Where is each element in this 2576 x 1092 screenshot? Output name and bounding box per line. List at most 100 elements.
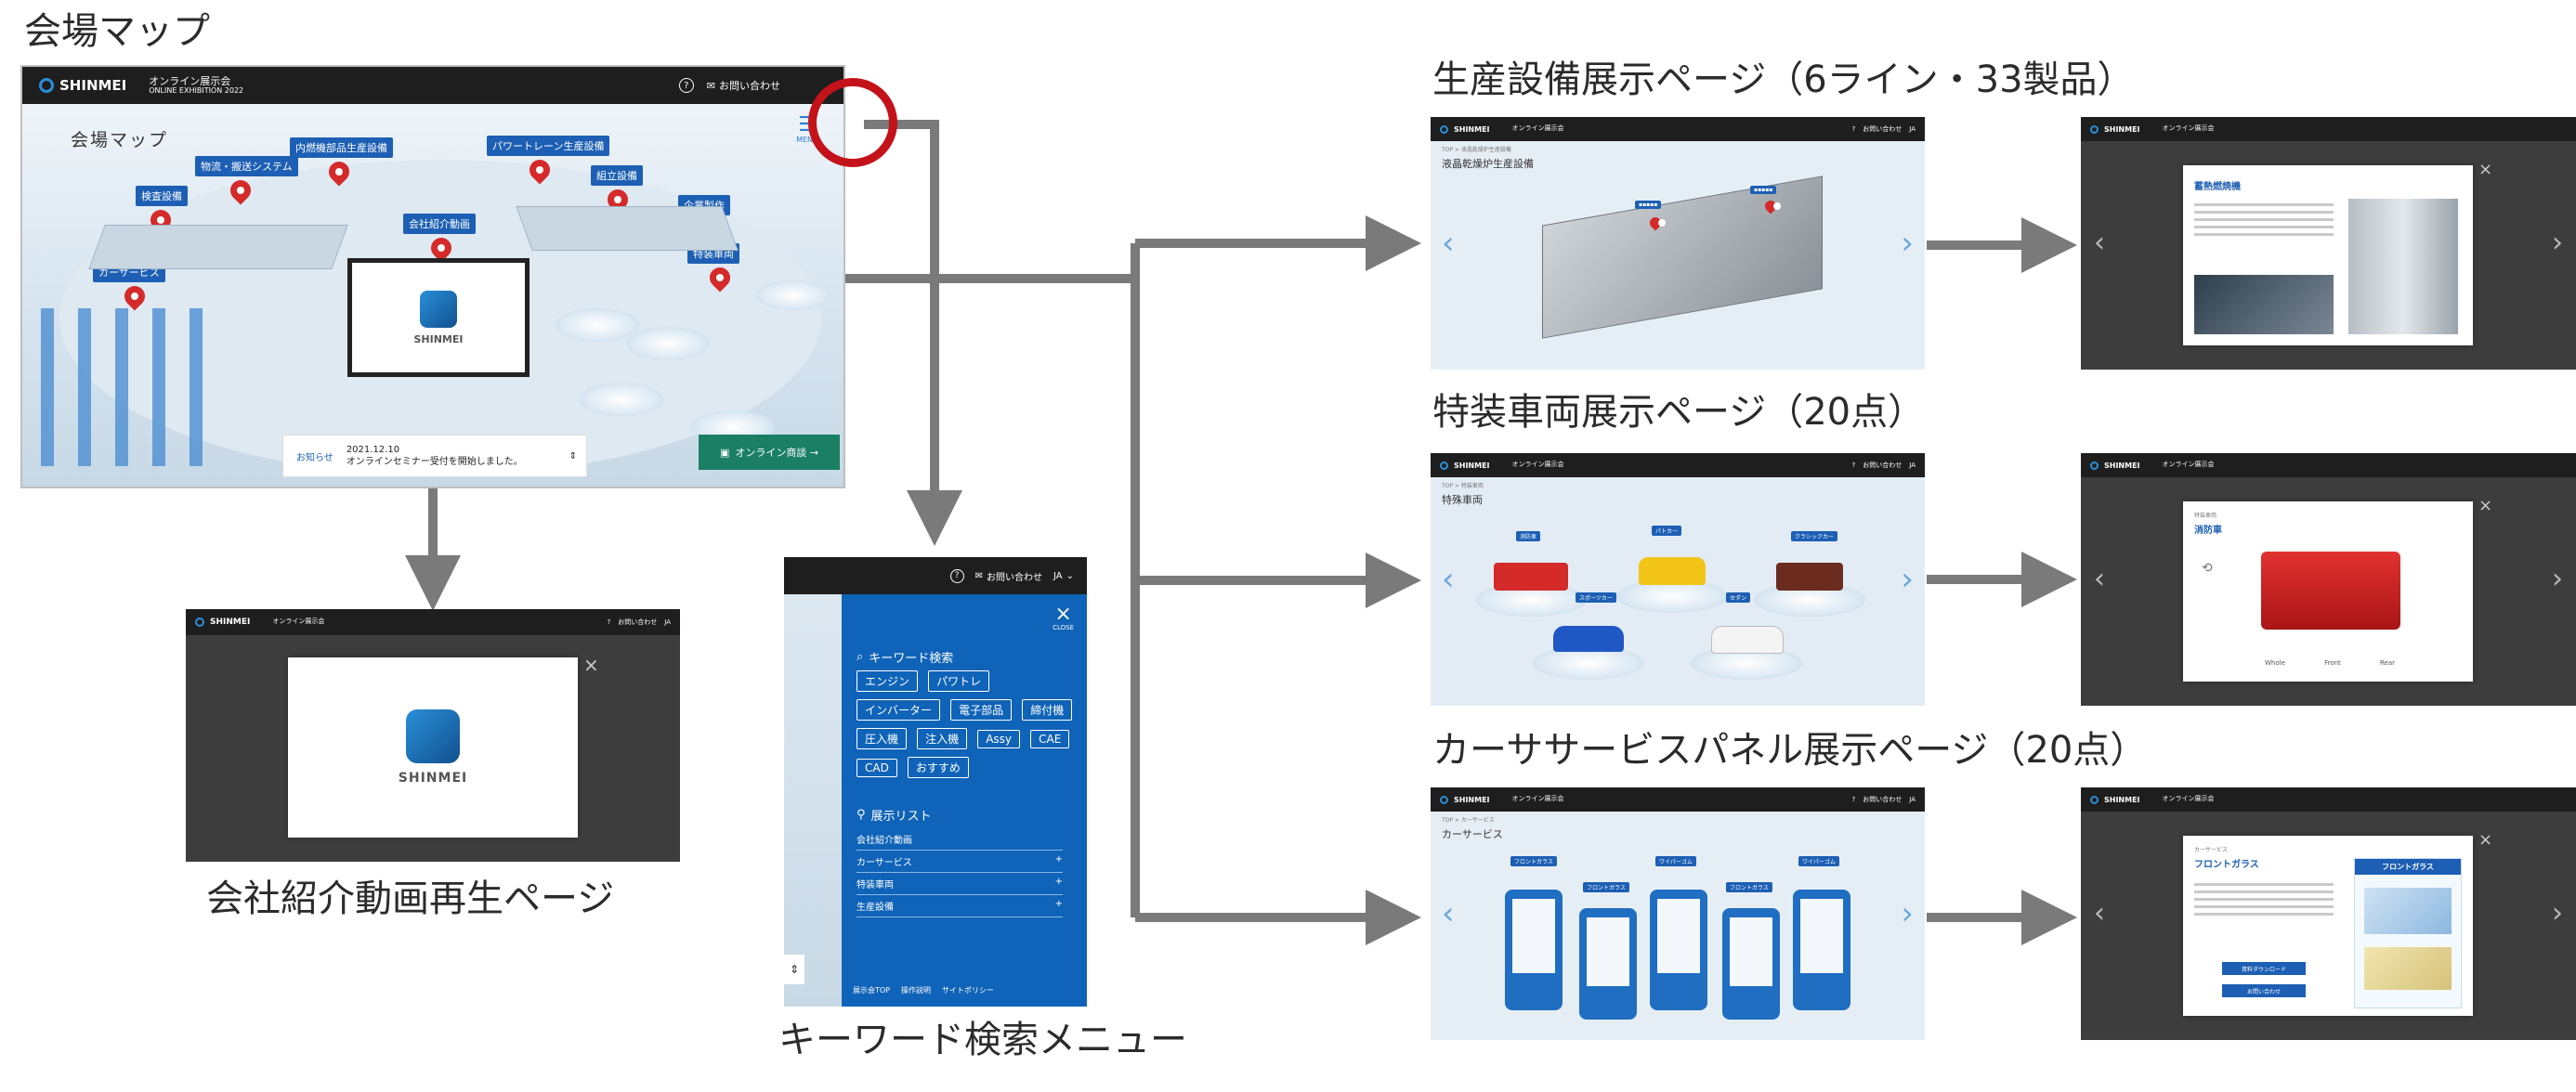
- production-detail-next-arrow[interactable]: ›: [2552, 227, 2563, 259]
- special-next-arrow[interactable]: ›: [1901, 561, 1914, 598]
- production-contact[interactable]: お問い合わせ: [1863, 125, 1903, 133]
- production-help-icon[interactable]: ?: [1851, 125, 1856, 133]
- booth-label-inspection[interactable]: 検査設備: [136, 186, 188, 206]
- production-next-arrow[interactable]: ›: [1901, 225, 1914, 262]
- panel-kiosk[interactable]: [1505, 890, 1563, 1010]
- special-label[interactable]: 消防車: [1516, 531, 1541, 541]
- booth-label-assembly[interactable]: 組立設備: [591, 165, 643, 186]
- footer-link[interactable]: サイトポリシー: [942, 986, 995, 994]
- keyword-chip[interactable]: インバーター: [856, 699, 941, 721]
- special-label[interactable]: セダン: [1726, 592, 1751, 603]
- production-tag[interactable]: ▪▪▪▪▪: [1750, 186, 1777, 194]
- view-option[interactable]: Rear: [2379, 659, 2395, 667]
- special-detail-prev-arrow[interactable]: ‹: [2094, 563, 2105, 595]
- production-logo[interactable]: SHINMEI: [1440, 124, 1490, 134]
- production-detail-prev-arrow[interactable]: ‹: [2094, 227, 2105, 259]
- menu-scroll-icon[interactable]: ⇕: [784, 955, 804, 984]
- shinmei-logo[interactable]: SHINMEI: [39, 77, 126, 94]
- rotate-360-icon[interactable]: ⟲: [2202, 561, 2213, 576]
- booth-label-company-video[interactable]: 会社紹介動画: [403, 214, 476, 234]
- special-logo[interactable]: SHINMEI: [1440, 461, 1490, 470]
- carservice-next-arrow[interactable]: ›: [1901, 895, 1914, 932]
- view-option[interactable]: Front: [2324, 659, 2341, 667]
- exhibit-list-item[interactable]: 特装車両 +: [856, 873, 1063, 895]
- special-label[interactable]: クラシックカー: [1791, 531, 1837, 541]
- menu-help-icon[interactable]: ?: [949, 568, 964, 583]
- keyword-chip[interactable]: おすすめ: [907, 757, 969, 778]
- panel-kiosk[interactable]: [1793, 890, 1850, 1010]
- keyword-chip[interactable]: Assy: [977, 730, 1021, 748]
- contact-link[interactable]: ✉ お問い合わせ: [707, 78, 780, 93]
- special-detail-title: 消防車: [2194, 526, 2222, 536]
- booth-label-logistics[interactable]: 物流・搬送システム: [195, 156, 298, 176]
- carservice-detail-close-icon[interactable]: ×: [2478, 830, 2493, 850]
- keyword-chip[interactable]: CAD: [856, 759, 897, 777]
- blue-car-model[interactable]: [1553, 626, 1624, 652]
- special-detail-logo: SHINMEI: [2090, 461, 2140, 470]
- footer-link[interactable]: 展示会TOP: [853, 986, 891, 994]
- inquiry-button[interactable]: お問い合わせ: [2222, 984, 2306, 997]
- classic-car-model[interactable]: [1776, 563, 1843, 591]
- view-option[interactable]: Whole: [2265, 659, 2285, 667]
- help-icon[interactable]: ?: [678, 78, 694, 93]
- download-button[interactable]: 資料ダウンロード: [2222, 962, 2306, 975]
- special-label[interactable]: スポーツカー: [1576, 592, 1616, 603]
- production-tag[interactable]: ▪▪▪▪▪: [1635, 201, 1662, 209]
- carservice-label[interactable]: フロントガラス: [1583, 882, 1629, 892]
- carservice-logo[interactable]: SHINMEI: [1440, 795, 1490, 804]
- yellow-car-model[interactable]: [1639, 557, 1706, 585]
- special-detail-close-icon[interactable]: ×: [2478, 496, 2493, 515]
- carservice-label[interactable]: ワイパーゴム: [1655, 856, 1696, 866]
- fire-truck-model[interactable]: [1494, 563, 1568, 591]
- video-close-icon[interactable]: ×: [583, 654, 599, 676]
- carservice-detail-next-arrow[interactable]: ›: [2552, 897, 2563, 930]
- online-business-button[interactable]: ▣ オンライン商談 →: [699, 435, 840, 470]
- exhibit-list-item[interactable]: 生産設備 +: [856, 895, 1063, 917]
- video-lang[interactable]: JA: [664, 618, 671, 626]
- footer-link[interactable]: 操作説明: [901, 986, 932, 994]
- booth-label-engine-parts[interactable]: 内燃機部品生産設備: [290, 137, 393, 158]
- carservice-detail-prev-arrow[interactable]: ‹: [2094, 897, 2105, 930]
- booth-label-powertrain[interactable]: パワートレーン生産設備: [487, 136, 610, 156]
- menu-contact-link[interactable]: ✉ お問い合わせ: [975, 569, 1042, 583]
- video-help-icon[interactable]: ?: [607, 618, 611, 626]
- video-contact-label[interactable]: お問い合わせ: [618, 618, 658, 626]
- special-prev-arrow[interactable]: ‹: [1442, 561, 1455, 598]
- special-help-icon[interactable]: ?: [1851, 462, 1856, 469]
- keyword-chip[interactable]: 注入機: [917, 728, 968, 749]
- white-car-model[interactable]: [1711, 626, 1784, 654]
- menu-close-button[interactable]: × CLOSE: [1053, 604, 1074, 632]
- exhibit-list-item[interactable]: カーサービス +: [856, 851, 1063, 873]
- carservice-contact[interactable]: お問い合わせ: [1863, 796, 1903, 803]
- keyword-chip[interactable]: 締付機: [1022, 699, 1073, 721]
- special-lang[interactable]: JA: [1909, 462, 1916, 469]
- keyword-chip[interactable]: 電子部品: [950, 699, 1013, 721]
- company-video-monitor[interactable]: SHINMEI: [347, 258, 530, 377]
- special-label[interactable]: パトカー: [1652, 526, 1682, 536]
- carservice-lang[interactable]: JA: [1909, 796, 1916, 803]
- exhibit-list-item[interactable]: 会社紹介動画: [856, 828, 1063, 851]
- special-detail-next-arrow[interactable]: ›: [2552, 563, 2563, 595]
- news-scroll-icon[interactable]: ⇕: [569, 450, 577, 462]
- carservice-label[interactable]: フロントガラス: [1726, 882, 1772, 892]
- news-box[interactable]: お知らせ 2021.12.10 オンラインセミナー受付を開始しました。 ⇕: [282, 435, 587, 477]
- keyword-chip[interactable]: 圧入機: [856, 728, 908, 749]
- keyword-chip[interactable]: CAE: [1030, 730, 1070, 748]
- video-player[interactable]: SHINMEI: [288, 657, 578, 838]
- keyword-chip[interactable]: エンジン: [856, 670, 919, 692]
- panel-kiosk[interactable]: [1650, 890, 1707, 1010]
- production-lang[interactable]: JA: [1909, 125, 1916, 133]
- carservice-help-icon[interactable]: ?: [1851, 796, 1856, 803]
- special-header-actions: ? お問い合わせ JA: [1852, 461, 1916, 470]
- carservice-label[interactable]: ワイパーゴム: [1798, 856, 1839, 866]
- production-prev-arrow[interactable]: ‹: [1442, 225, 1455, 262]
- panel-kiosk[interactable]: [1722, 908, 1780, 1020]
- special-contact[interactable]: お問い合わせ: [1863, 462, 1903, 469]
- carservice-label[interactable]: フロントガラス: [1510, 856, 1557, 866]
- menu-lang-select[interactable]: JA ⌄: [1053, 571, 1074, 581]
- panel-kiosk[interactable]: [1579, 908, 1637, 1020]
- carservice-prev-arrow[interactable]: ‹: [1442, 895, 1455, 932]
- production-detail-close-icon[interactable]: ×: [2478, 160, 2493, 179]
- keyword-chip[interactable]: パワトレ: [928, 670, 990, 692]
- production-machine[interactable]: [1542, 176, 1823, 339]
